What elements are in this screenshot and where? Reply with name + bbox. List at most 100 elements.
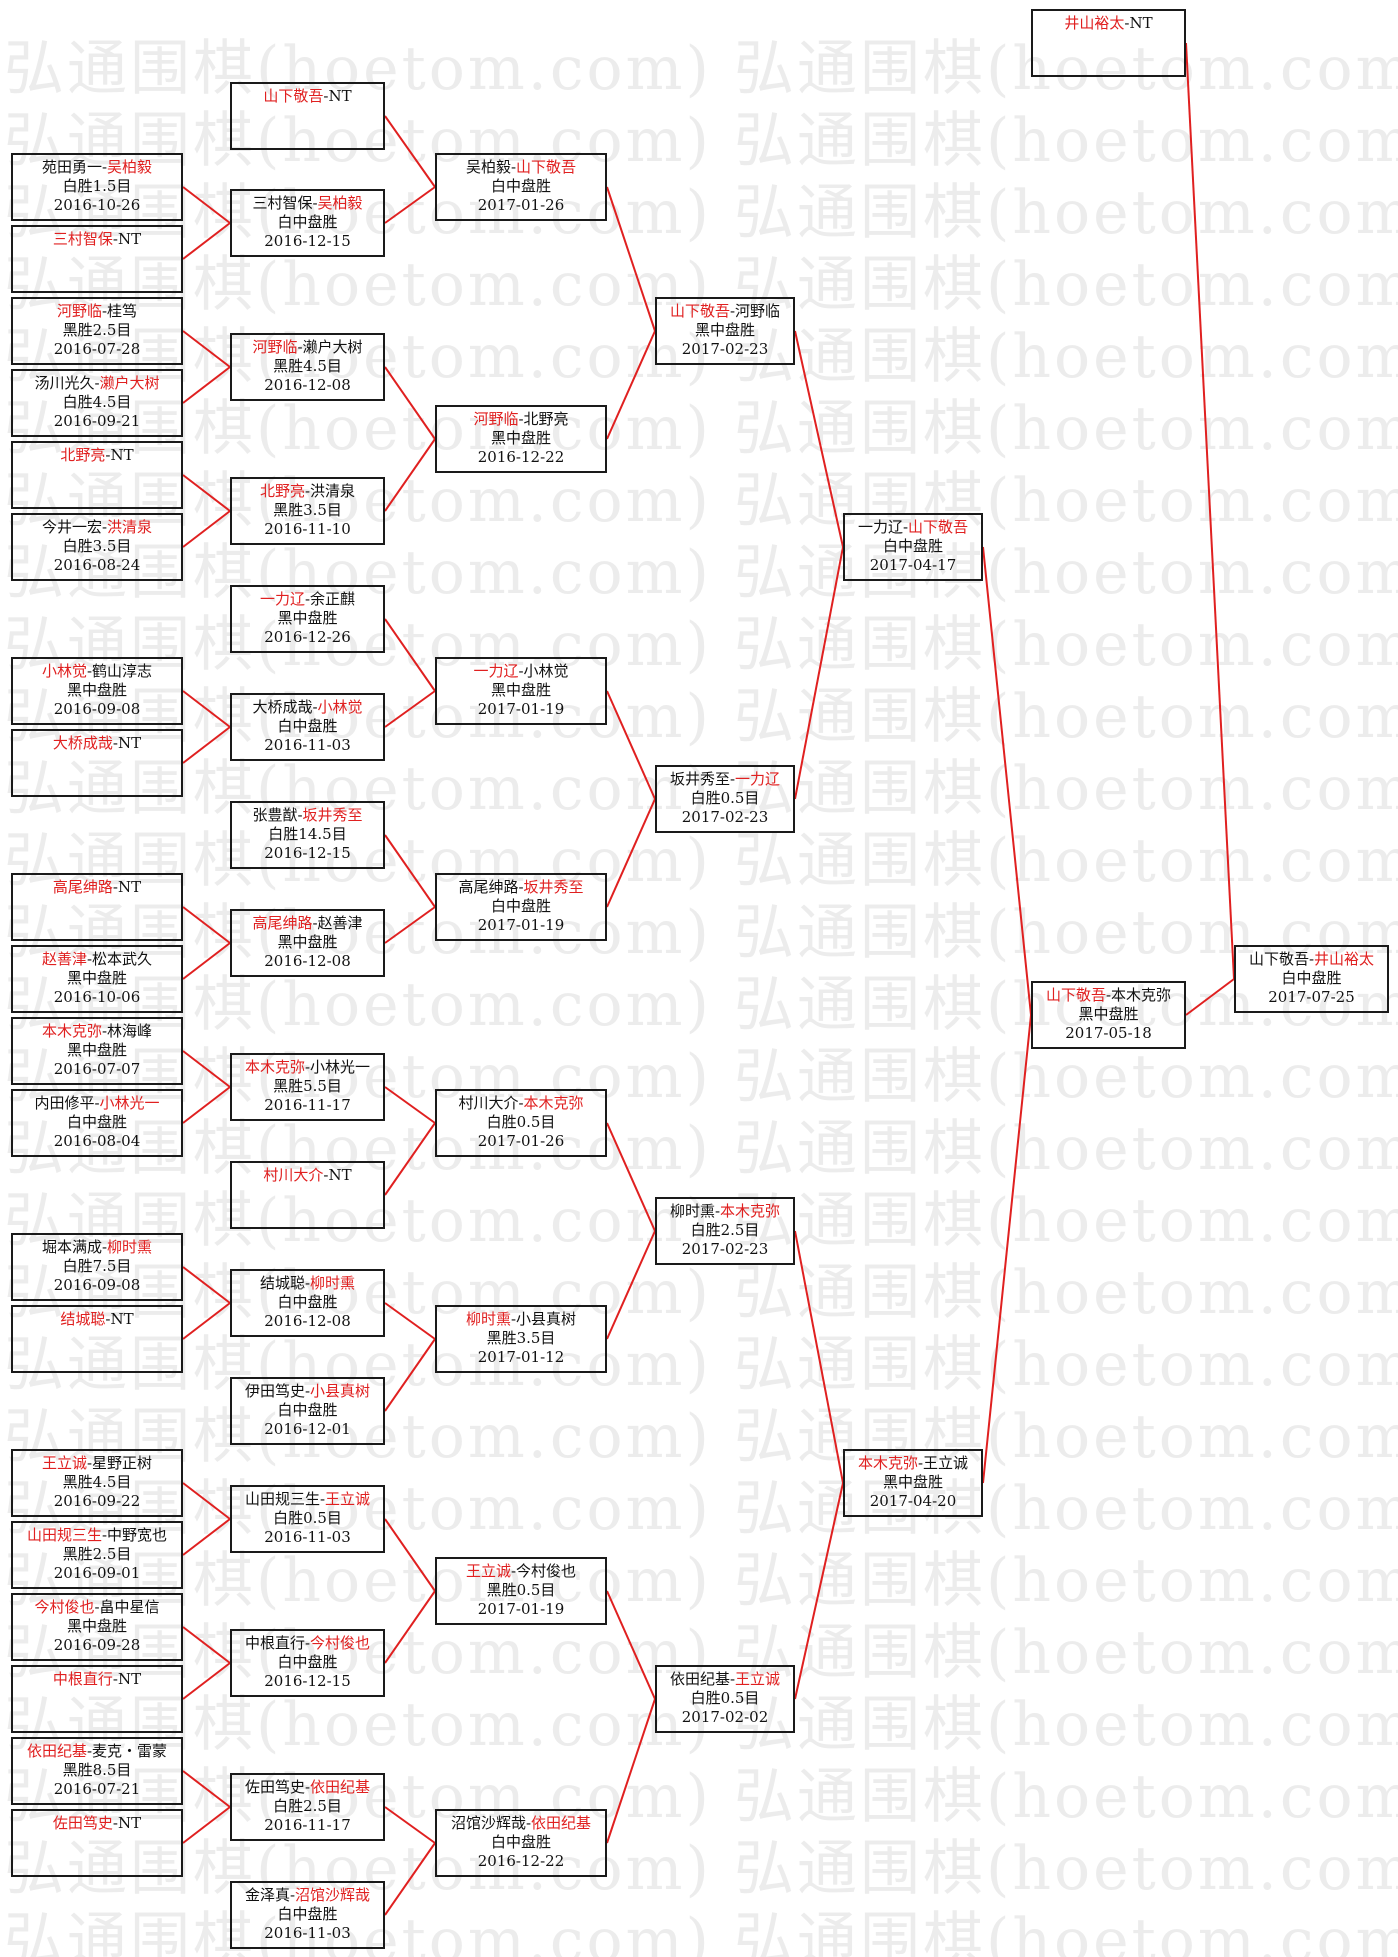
- player-1: 金泽真: [244, 1886, 290, 1904]
- player-2: 沼馆沙辉哉: [295, 1886, 371, 1904]
- player-1: 吴柏毅: [465, 158, 511, 176]
- player-separator: -: [525, 1814, 532, 1832]
- player-2: 小林觉: [317, 698, 363, 716]
- connector-r1-12-to-r2-9: [182, 1086, 231, 1124]
- match-players: 吴柏毅-山下敬吾: [437, 158, 605, 177]
- match-date: 2016-11-17: [264, 1096, 351, 1114]
- match-players: 中根直行-NT: [13, 1670, 181, 1689]
- match-players: 赵善津-松本武久: [13, 950, 181, 969]
- match-result: 白胜0.5目: [690, 789, 760, 807]
- match-date: 2017-02-23: [681, 808, 769, 826]
- match-result: 黑中盘胜: [277, 609, 338, 627]
- player-separator: -: [101, 518, 108, 536]
- player-2: 小林觉: [523, 662, 569, 680]
- player-separator: -: [112, 1670, 118, 1688]
- player-2: 中野宽也: [107, 1526, 168, 1544]
- player-separator: -: [105, 1310, 111, 1328]
- player-2: 柳时熏: [107, 1238, 153, 1256]
- player-separator: -: [86, 1454, 93, 1472]
- player-separator: -: [101, 1238, 108, 1256]
- player-2: 洪清泉: [310, 482, 356, 500]
- player-separator: -: [729, 302, 736, 320]
- connector-r2-12-to-r3-6: [384, 1338, 436, 1412]
- match-date: 2016-12-08: [264, 376, 351, 394]
- match-date: 2017-01-19: [477, 916, 565, 934]
- connector-r2-11-to-r3-6: [384, 1302, 436, 1340]
- connector-r1-4-to-r2-3: [182, 366, 231, 404]
- player-separator: -: [101, 158, 108, 176]
- match-players: 本木克弥-小林光一: [232, 1058, 383, 1077]
- match-result: 白中盘胜: [277, 717, 338, 735]
- player-1: 高尾绅路: [252, 914, 313, 932]
- match-date: 2016-12-15: [264, 844, 351, 862]
- match-players: 北野亮-洪清泉: [232, 482, 383, 501]
- player-1: 三村智保: [252, 194, 313, 212]
- player-2: 坂井秀至: [523, 878, 584, 896]
- player-separator: -: [319, 1490, 326, 1508]
- player-2: NT: [117, 230, 142, 248]
- match-date: 2016-09-28: [53, 1636, 141, 1654]
- match-players: 张豊猷-坂井秀至: [232, 806, 383, 825]
- match-result: 白中盘胜: [277, 1293, 338, 1311]
- connector-r1-9-to-r2-8: [182, 906, 231, 944]
- match-box-r1-14: 结城聪-NT: [11, 1305, 183, 1373]
- player-separator: -: [101, 1526, 108, 1544]
- match-players: 山下敬吾-河野临: [657, 302, 793, 321]
- connector-r1-11-to-r2-9: [182, 1050, 231, 1088]
- match-date: 2016-09-08: [53, 700, 141, 718]
- player-separator: -: [312, 194, 318, 212]
- match-date: 2017-01-19: [477, 1600, 565, 1618]
- match-result: 黑中盘胜: [490, 681, 551, 699]
- match-date: 2016-11-03: [264, 1528, 351, 1546]
- match-result: 黑中盘胜: [66, 1617, 127, 1635]
- player-2: 洪清泉: [107, 518, 153, 536]
- player-separator: -: [94, 1094, 100, 1112]
- match-date: 2017-01-26: [477, 196, 565, 214]
- player-separator: -: [729, 1670, 736, 1688]
- match-box-r1-9: 高尾绅路-NT: [11, 873, 183, 941]
- connector-r1-14-to-r2-11: [182, 1302, 231, 1340]
- match-date: 2016-12-22: [477, 1852, 565, 1870]
- match-date: 2017-04-17: [869, 556, 957, 574]
- player-separator: -: [902, 518, 909, 536]
- player-separator: -: [86, 1742, 93, 1760]
- player-1: 赵善津: [41, 950, 87, 968]
- match-players: 高尾绅路-坂井秀至: [437, 878, 605, 897]
- player-1: 山下敬吾: [1045, 986, 1106, 1004]
- player-1: 一力辽: [857, 518, 903, 536]
- match-players: 结城聪-NT: [13, 1310, 181, 1329]
- player-1: 依田纪基: [669, 1670, 730, 1688]
- player-separator: -: [289, 1886, 296, 1904]
- player-2: 鹤山淳志: [92, 662, 153, 680]
- player-2: 王立诚: [923, 1454, 969, 1472]
- match-result: 黑中盘胜: [1078, 1005, 1139, 1023]
- player-1: 大桥成哉: [52, 734, 113, 752]
- match-players: 山下敬吾-本木克弥: [1033, 986, 1184, 1005]
- connector-r1-20-to-r2-15: [182, 1806, 231, 1844]
- player-1: 中根直行: [244, 1634, 305, 1652]
- match-result: 白中盘胜: [882, 537, 943, 555]
- match-result: 黑中盘胜: [66, 969, 127, 987]
- connector-r3-5-to-r4-3: [606, 1122, 656, 1232]
- match-date: 2016-12-22: [477, 448, 565, 466]
- player-2: 余正麒: [310, 590, 356, 608]
- match-date: 2017-05-18: [1065, 1024, 1152, 1042]
- player-1: 伊田笃史: [244, 1382, 305, 1400]
- player-2: 桂笃: [107, 302, 138, 320]
- match-result: 白中盘胜: [490, 1833, 551, 1851]
- match-players: 北野亮-NT: [13, 446, 181, 465]
- player-2: 星野正树: [92, 1454, 153, 1472]
- player-1: 柳时熏: [669, 1202, 715, 1220]
- match-date: 2016-11-03: [264, 1924, 351, 1942]
- match-players: 金泽真-沼馆沙辉哉: [232, 1886, 383, 1905]
- match-players: 本木克弥-林海峰: [13, 1022, 181, 1041]
- match-date: 2016-11-10: [264, 520, 351, 538]
